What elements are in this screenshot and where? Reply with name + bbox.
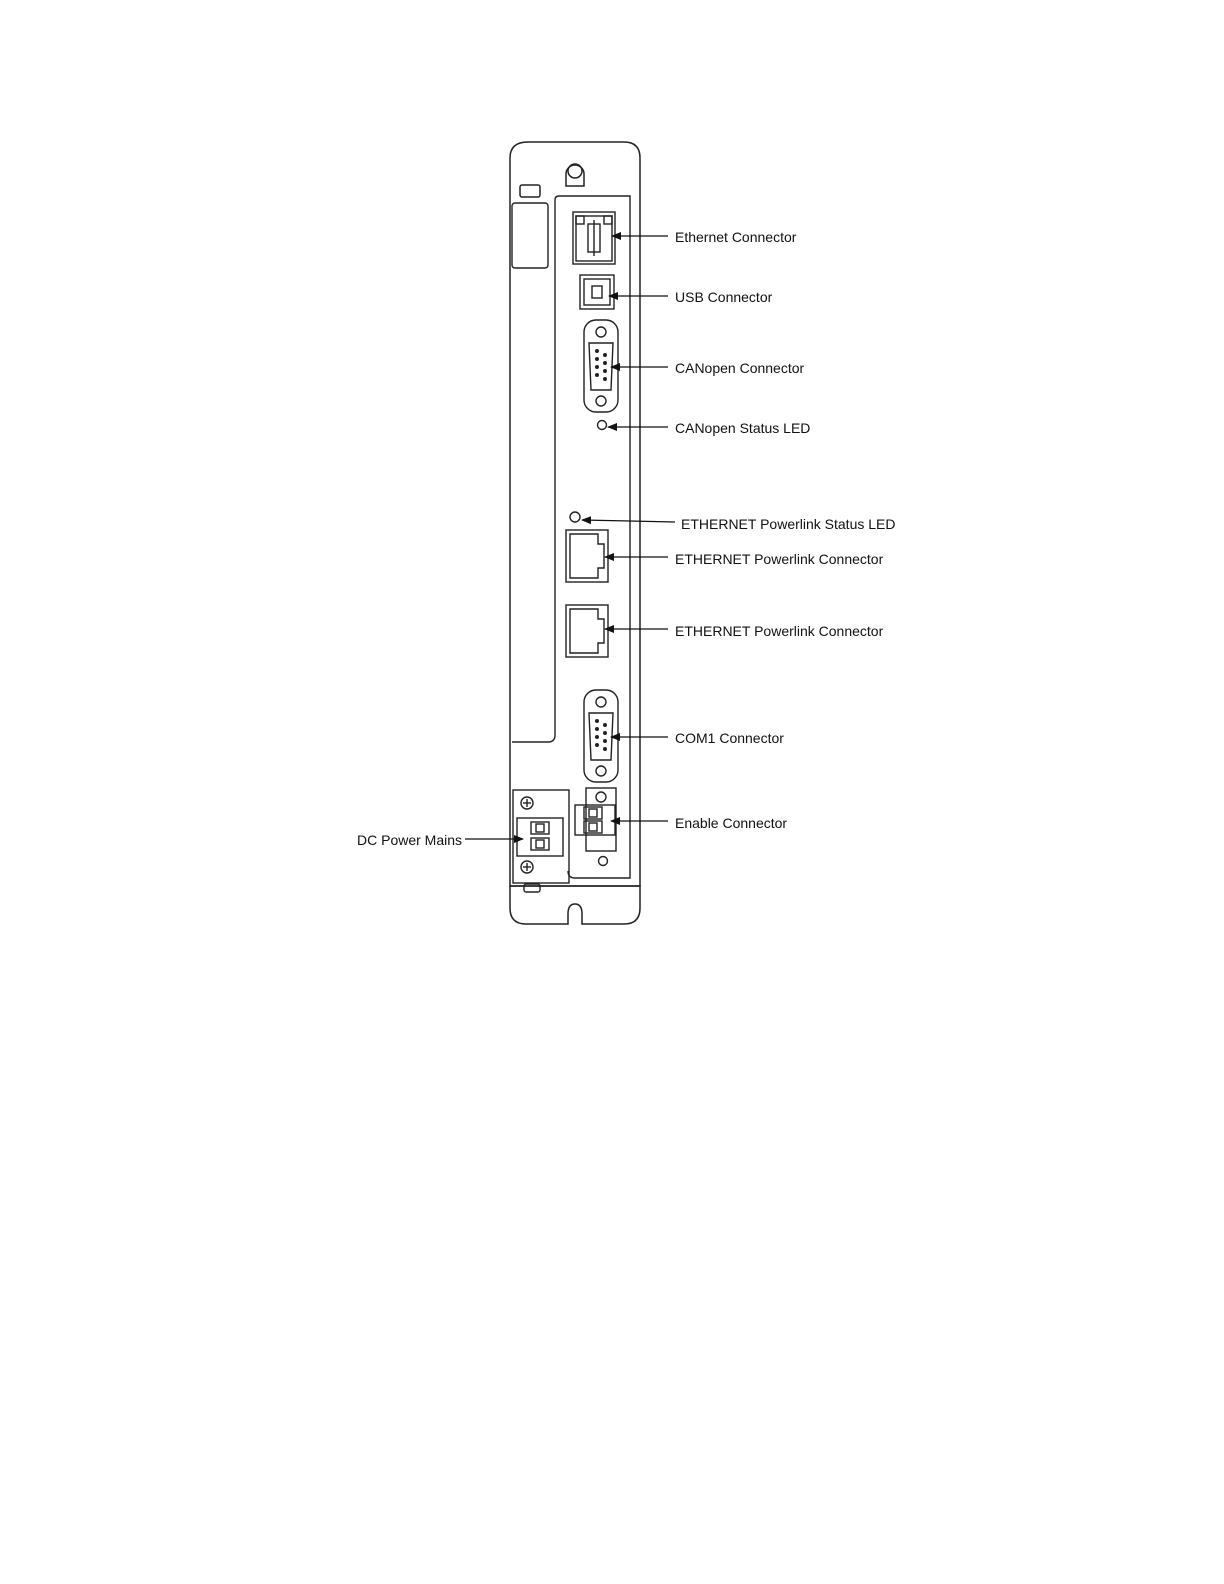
dc-power-mains-label: DC Power Mains [357, 832, 462, 848]
enable-connector [575, 788, 616, 866]
ethernet-connector [573, 212, 615, 264]
ethernet-connector-label: Ethernet Connector [675, 229, 796, 245]
powerlink-connector-2-label: ETHERNET Powerlink Connector [675, 623, 883, 639]
powerlink-status-led-label: ETHERNET Powerlink Status LED [681, 516, 895, 532]
enable-connector-label: Enable Connector [675, 815, 787, 831]
com1-connector [584, 690, 618, 782]
com1-connector-label: COM1 Connector [675, 730, 784, 746]
powerlink-status-led [570, 512, 580, 522]
dc-power-mains-terminal [513, 790, 569, 892]
usb-connector-label: USB Connector [675, 289, 772, 305]
canopen-status-led [598, 421, 607, 430]
canopen-connector [584, 320, 618, 412]
powerlink-status-led-leader [582, 520, 675, 522]
usb-connector [580, 275, 614, 309]
powerlink-connector-2 [566, 605, 608, 657]
canopen-connector-label: CANopen Connector [675, 360, 804, 376]
powerlink-connector-1 [566, 530, 608, 582]
powerlink-connector-1-label: ETHERNET Powerlink Connector [675, 551, 883, 567]
side-label-area [512, 196, 630, 878]
canopen-status-led-label: CANopen Status LED [675, 420, 810, 436]
